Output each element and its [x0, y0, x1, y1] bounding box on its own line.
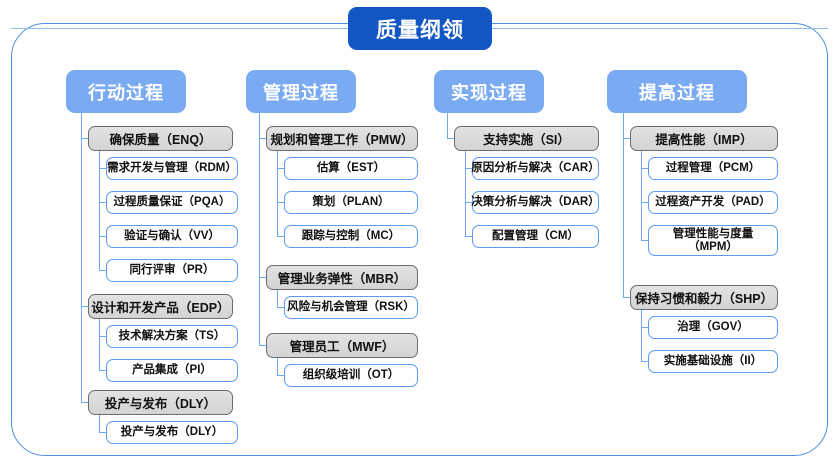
leaf-branch-3-0-2: [641, 240, 649, 242]
group-box-0-1[interactable]: 设计和开发产品（EDP）: [88, 294, 233, 319]
subtrunk-3-1: [641, 310, 643, 361]
group-box-1-1[interactable]: 管理业务弹性（MBR）: [266, 265, 418, 290]
subtrunk-0-1: [99, 319, 101, 370]
column-trunk-2: [447, 113, 449, 138]
column-header-0[interactable]: 行动过程: [66, 70, 186, 113]
group-box-0-2[interactable]: 投产与发布（DLY）: [88, 390, 233, 415]
leaf-box-3-0-2[interactable]: 管理性能与度量（MPM）: [648, 225, 778, 256]
leaf-box-0-0-1[interactable]: 过程质量保证（PQA）: [106, 191, 238, 214]
leaf-branch-0-0-1: [99, 202, 107, 204]
root-connector-left: [11, 28, 348, 30]
leaf-branch-3-1-1: [641, 361, 649, 363]
leaf-box-0-1-0[interactable]: 技术解决方案（TS）: [106, 325, 238, 348]
leaf-branch-2-0-0: [465, 168, 473, 170]
leaf-box-2-0-2[interactable]: 配置管理（CM）: [472, 225, 599, 248]
branch-1-2: [259, 345, 267, 347]
leaf-box-2-0-0[interactable]: 原因分析与解决（CAR）: [471, 157, 600, 180]
leaf-branch-0-2-0: [99, 432, 107, 434]
leaf-box-3-1-0[interactable]: 治理（GOV）: [648, 316, 778, 339]
group-box-2-0[interactable]: 支持实施（SI）: [454, 126, 599, 151]
leaf-box-0-1-1[interactable]: 产品集成（PI）: [106, 359, 238, 382]
leaf-box-1-0-1[interactable]: 策划（PLAN）: [284, 191, 418, 214]
leaf-branch-0-1-0: [99, 336, 107, 338]
leaf-box-3-0-0[interactable]: 过程管理（PCM）: [648, 157, 778, 180]
group-box-3-1[interactable]: 保持习惯和毅力（SHP）: [630, 285, 778, 310]
leaf-box-0-0-0[interactable]: 需求开发与管理（RDM）: [106, 157, 238, 180]
column-header-2[interactable]: 实现过程: [434, 70, 544, 113]
branch-1-1: [259, 277, 267, 279]
leaf-box-0-0-2[interactable]: 验证与确认（VV）: [106, 225, 238, 248]
leaf-box-0-2-0[interactable]: 投产与发布（DLY）: [106, 421, 238, 444]
group-box-1-0[interactable]: 规划和管理工作（PMW）: [266, 126, 418, 151]
leaf-branch-0-1-1: [99, 370, 107, 372]
leaf-branch-1-1-0: [277, 307, 285, 309]
leaf-branch-3-1-0: [641, 327, 649, 329]
leaf-box-3-1-1[interactable]: 实施基础设施（II）: [648, 350, 778, 373]
leaf-box-1-0-2[interactable]: 跟踪与控制（MC）: [284, 225, 418, 248]
leaf-branch-3-0-1: [641, 202, 649, 204]
subtrunk-0-0: [99, 151, 101, 270]
branch-0-1: [81, 306, 89, 308]
subtrunk-3-0: [641, 151, 643, 240]
leaf-box-1-1-0[interactable]: 风险与机会管理（RSK）: [284, 296, 418, 319]
leaf-branch-0-0-3: [99, 270, 107, 272]
column-header-3[interactable]: 提高过程: [607, 70, 747, 113]
subtrunk-1-0: [277, 151, 279, 236]
group-box-1-2[interactable]: 管理员工（MWF）: [266, 333, 418, 358]
leaf-branch-3-0-0: [641, 168, 649, 170]
branch-3-1: [623, 297, 631, 299]
branch-1-0: [259, 138, 267, 140]
leaf-box-1-2-0[interactable]: 组织级培训（OT）: [284, 364, 418, 387]
branch-0-2: [81, 402, 89, 404]
root-title: 质量纲领: [348, 7, 492, 50]
leaf-box-2-0-1[interactable]: 决策分析与解决（DAR）: [471, 191, 600, 214]
column-trunk-1: [259, 113, 261, 345]
leaf-branch-0-0-0: [99, 168, 107, 170]
branch-3-0: [623, 138, 631, 140]
branch-2-0: [447, 138, 455, 140]
subtrunk-1-2: [277, 358, 279, 375]
column-header-1[interactable]: 管理过程: [246, 70, 356, 113]
subtrunk-1-1: [277, 290, 279, 307]
leaf-branch-2-0-1: [465, 202, 473, 204]
group-box-3-0[interactable]: 提高性能（IMP）: [630, 126, 778, 151]
leaf-branch-0-0-2: [99, 236, 107, 238]
leaf-box-1-0-0[interactable]: 估算（EST）: [284, 157, 418, 180]
column-trunk-0: [81, 113, 83, 403]
leaf-branch-1-0-2: [277, 236, 285, 238]
leaf-box-3-0-1[interactable]: 过程资产开发（PAD）: [648, 191, 778, 214]
subtrunk-2-0: [465, 151, 467, 236]
column-trunk-3: [623, 113, 625, 297]
subtrunk-0-2: [99, 415, 101, 432]
root-connector-right: [492, 28, 828, 30]
branch-0-0: [81, 138, 89, 140]
leaf-branch-1-0-1: [277, 202, 285, 204]
group-box-0-0[interactable]: 确保质量（ENQ）: [88, 126, 233, 151]
leaf-branch-2-0-2: [465, 236, 473, 238]
leaf-branch-1-0-0: [277, 168, 285, 170]
leaf-branch-1-2-0: [277, 375, 285, 377]
leaf-box-0-0-3[interactable]: 同行评审（PR）: [106, 259, 238, 282]
